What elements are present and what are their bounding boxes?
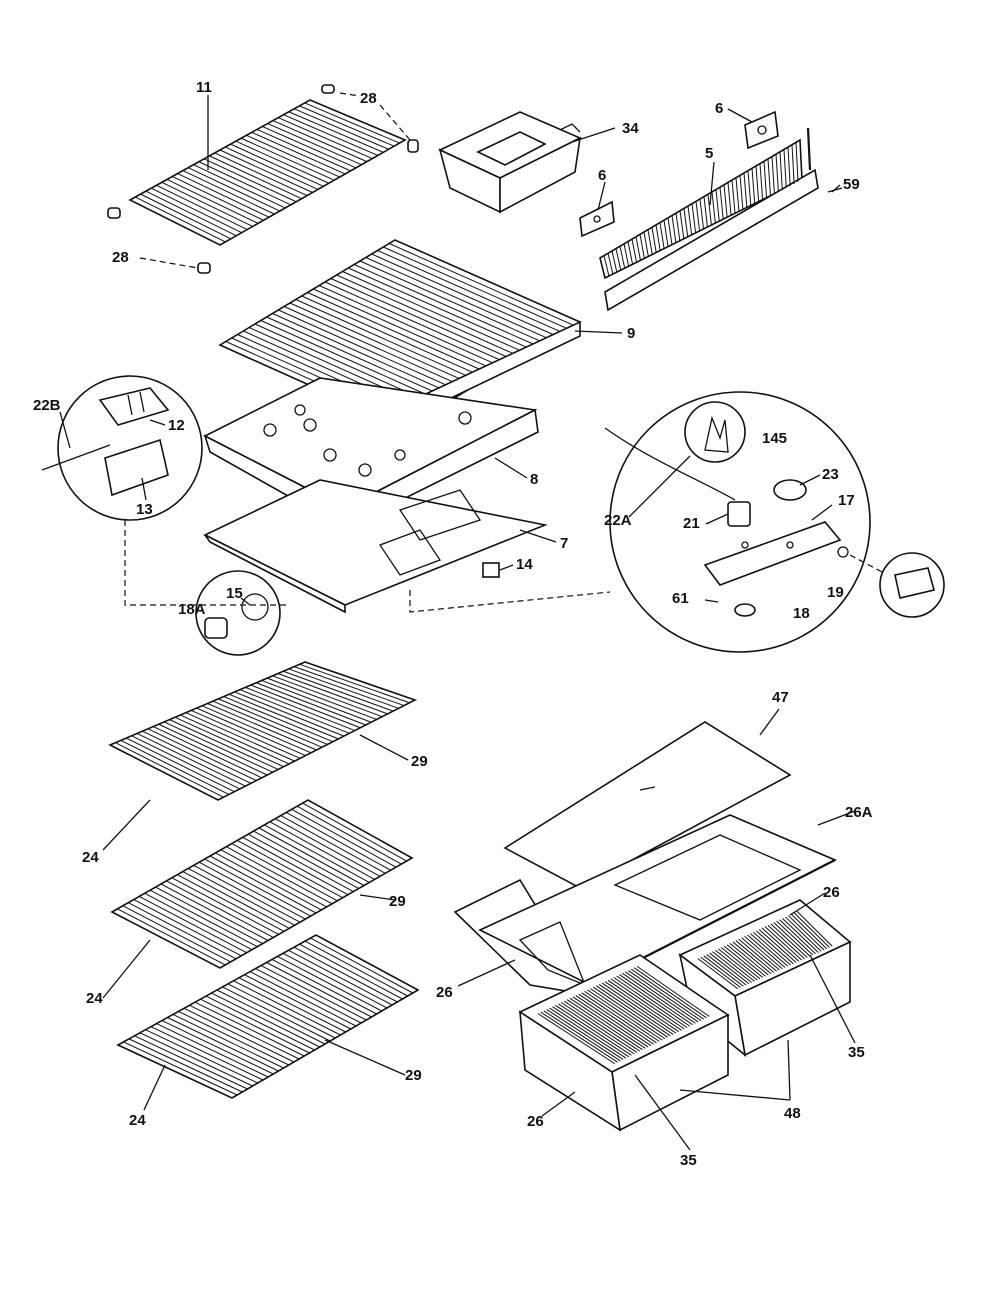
label-15: 15 — [226, 585, 243, 602]
label-13: 13 — [136, 501, 153, 518]
part-labels: 11 28 28 34 6 6 5 59 9 22B 12 13 8 7 14 … — [33, 79, 873, 1169]
label-145: 145 — [762, 430, 787, 447]
label-29: 29 — [389, 893, 406, 910]
label-28: 28 — [360, 90, 377, 107]
crisper-glass-cover — [503, 721, 792, 889]
label-6: 6 — [598, 167, 606, 184]
label-28: 28 — [112, 249, 129, 266]
label-6: 6 — [715, 100, 723, 117]
label-14: 14 — [516, 556, 533, 573]
label-61: 61 — [672, 590, 689, 607]
label-23: 23 — [822, 466, 839, 483]
wire-shelf-lower — [116, 934, 420, 1099]
label-26: 26 — [436, 984, 453, 1001]
shelf-end-caps — [107, 84, 419, 274]
control-panel — [599, 127, 819, 312]
wire-shelf-middle — [110, 799, 414, 969]
leader-lines — [59, 92, 856, 1151]
label-48: 48 — [784, 1105, 801, 1122]
connector-circle — [879, 552, 945, 618]
label-34: 34 — [622, 120, 639, 137]
top-wire-shelf — [128, 99, 407, 246]
label-26a: 26A — [845, 804, 873, 821]
label-9: 9 — [627, 325, 635, 342]
label-5: 5 — [705, 145, 713, 162]
crisper-drawer-right — [678, 899, 852, 1057]
label-24: 24 — [82, 849, 99, 866]
label-12: 12 — [168, 417, 185, 434]
mounting-bracket — [744, 110, 779, 150]
label-11: 11 — [196, 79, 212, 96]
small-clip — [482, 562, 500, 578]
label-29: 29 — [411, 753, 428, 770]
label-26: 26 — [527, 1113, 544, 1130]
label-18: 18 — [793, 605, 810, 622]
leader-connectors — [124, 520, 883, 613]
label-18a: 18A — [178, 601, 206, 618]
mounting-bracket — [579, 200, 615, 238]
detail-circle-right — [604, 391, 871, 653]
crisper-drawer-left — [518, 954, 730, 1132]
crisper-frame — [453, 814, 837, 997]
detail-circle-left — [41, 375, 203, 521]
label-35: 35 — [680, 1152, 697, 1169]
label-24: 24 — [86, 990, 103, 1007]
label-47: 47 — [772, 689, 789, 706]
label-19: 19 — [827, 584, 844, 601]
cover-plate — [203, 479, 548, 614]
label-7: 7 — [560, 535, 568, 552]
label-22a: 22A — [604, 512, 632, 529]
label-24: 24 — [129, 1112, 146, 1129]
label-29: 29 — [405, 1067, 422, 1084]
label-26: 26 — [823, 884, 840, 901]
label-22b: 22B — [33, 397, 61, 414]
label-21: 21 — [683, 515, 700, 532]
utility-bin — [438, 111, 582, 214]
label-17: 17 — [838, 492, 855, 509]
label-59: 59 — [843, 176, 860, 193]
detail-circle-light — [195, 570, 281, 656]
label-8: 8 — [530, 471, 538, 488]
wire-shelf-upper — [108, 661, 418, 801]
label-35: 35 — [848, 1044, 865, 1061]
